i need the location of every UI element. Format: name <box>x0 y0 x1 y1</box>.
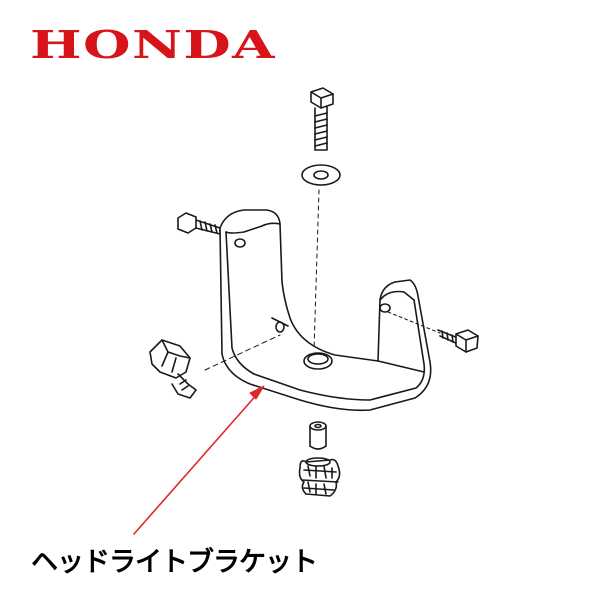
bracket-icon <box>219 209 432 412</box>
brand-name: HONDA <box>30 22 276 66</box>
grommet-icon <box>298 457 341 497</box>
left-bolt-icon <box>177 212 221 235</box>
washer-icon <box>301 164 341 186</box>
collar-icon <box>309 421 327 450</box>
honda-logo: HONDA <box>30 22 276 66</box>
clip-icon <box>149 339 197 399</box>
top-bolt-icon <box>310 87 334 151</box>
clip-guide-line <box>204 334 281 371</box>
callout-arrow <box>133 385 265 535</box>
right-bolt-icon <box>387 311 479 353</box>
center-axis-line <box>313 189 320 351</box>
part-name-label: ヘッドライトブラケット <box>31 547 318 578</box>
